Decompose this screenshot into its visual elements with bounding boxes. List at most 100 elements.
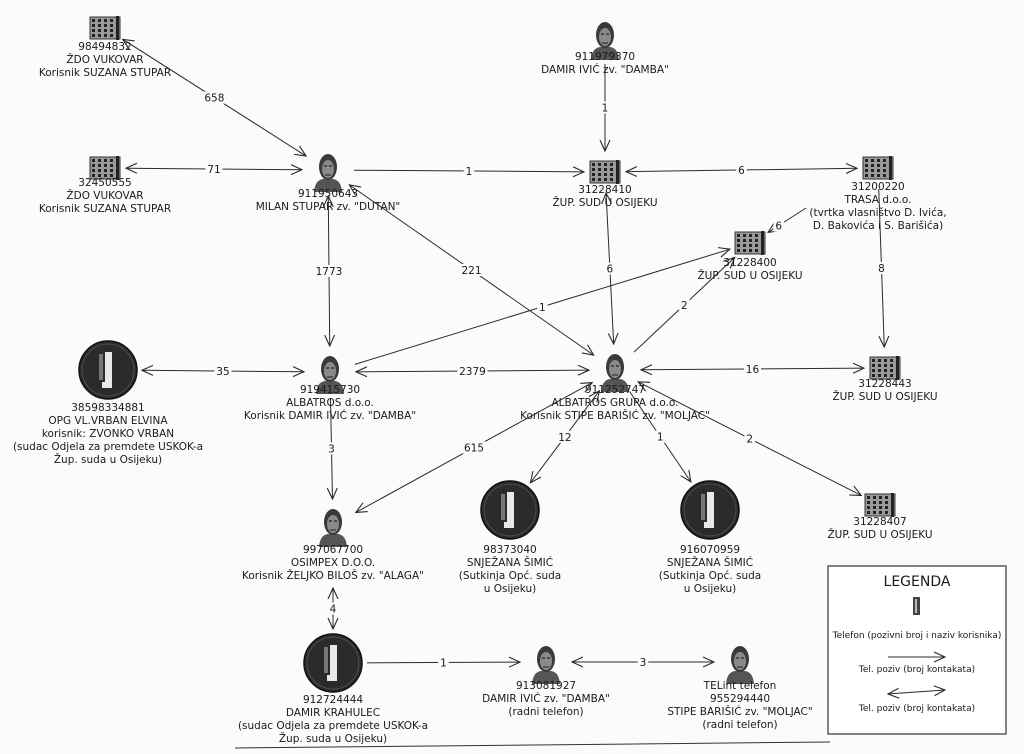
person-photo-icon [601, 354, 629, 392]
edge-label-bg [537, 300, 548, 313]
edge-n10-n11: 16 [641, 363, 864, 376]
edge-n5-n10: 6 [605, 193, 616, 344]
node-label-line: SNJEŽANA ŠIMIĆ [467, 556, 553, 569]
phone-icon [480, 480, 540, 540]
node-label-line: MILAN STUPAR zv. "DUTAN" [256, 201, 401, 213]
edge-label-bg [773, 219, 784, 232]
edge-count-label: 658 [204, 93, 224, 105]
edge-count-label: 6 [607, 264, 614, 276]
legend-bicall-label: Tel. poziv (broj kontakata) [858, 704, 975, 714]
node-label-line: u Osijeku) [684, 583, 737, 595]
edge-count-label: 1 [657, 432, 664, 444]
edge-count-label: 16 [746, 364, 760, 376]
edge-count-label: 1 [539, 302, 546, 314]
node-phone-number: 31200220 [851, 181, 904, 193]
node-phone-number: 913081927 [516, 680, 576, 692]
legend-phone-label: Telefon (pozivni broj i naziv korisnika) [832, 631, 1002, 641]
building-icon [734, 231, 766, 255]
edge-n8-n10: 2379 [356, 365, 589, 378]
node-label-line: ŽUP. SUD U OSIJEKU [832, 390, 937, 403]
node-label-line: ŽDO VUKOVAR [66, 53, 143, 66]
edge-count-label: 3 [328, 444, 335, 456]
edge-count-label: 1 [602, 103, 609, 115]
edge-label-bg [604, 262, 616, 275]
node-phone-number: 31228410 [578, 184, 631, 196]
node-label-line: (tvrtka vlasništvo D. Ivića, [809, 207, 946, 219]
node-phone-number: 31228407 [853, 516, 906, 528]
edge-label-bg [463, 165, 475, 178]
node-phone-number: 911979370 [575, 51, 635, 63]
node-label-line: DAMIR IVIĆ zv. "DAMBA" [541, 63, 669, 76]
edge-n16-n17: 1 [366, 656, 520, 669]
edge-label-bg [205, 162, 223, 175]
edge-label-bg [744, 432, 755, 445]
node-phone-number: 98494832 [78, 41, 131, 53]
node-phone-number: 919415730 [300, 384, 360, 396]
edge-count-label: 615 [464, 443, 484, 455]
edge-n9-n8: 35 [142, 365, 304, 378]
node-label-line: OSIMPEX D.O.O. [291, 557, 375, 569]
edge-n8-n12: 3 [326, 397, 337, 499]
building-icon [869, 356, 901, 380]
node-label-line: ŽUP. SUD U OSIJEKU [552, 196, 657, 209]
person-photo-icon [316, 356, 344, 394]
node-phone-number: 31228400 [723, 257, 776, 269]
node-label-line: ALBATROS GRUPA d.o.o. [551, 397, 678, 409]
edge-count-label: 4 [330, 604, 337, 616]
edge-label-bg [679, 298, 690, 311]
node-label-line: Žup. suda u Osijeku) [54, 453, 162, 466]
node-label-line: DAMIR KRAHULEC [286, 707, 380, 719]
node-label-line: D. Bakovića i S. Barišića) [813, 220, 943, 232]
edge-count-label: 35 [216, 366, 229, 378]
node-phone-number: TELint telefon [703, 680, 777, 692]
node-label-line: Korisnik SUZANA STUPAR [39, 203, 171, 215]
phone-icon [78, 340, 138, 400]
phone-icon [680, 480, 740, 540]
edge-label-bg [202, 91, 227, 104]
edge-label-bg [314, 265, 344, 277]
person-photo-icon [591, 22, 619, 60]
edge-label-bg [736, 164, 747, 176]
node-label-line: Žup. suda u Osijeku) [279, 732, 387, 745]
edge-n2-n3: 71 [126, 163, 302, 176]
edge-n1-n3: 658 [123, 39, 306, 156]
edge-n17-n18: 3 [572, 656, 714, 669]
edge-count-label: 8 [878, 263, 885, 275]
edge-n5-n6: 6 [626, 164, 857, 177]
edge-count-label: 6 [738, 165, 745, 177]
node-label-line: Korisnik ŽELJKO BILOŠ zv. "ALAGA" [242, 569, 424, 582]
legend-arrow-two-way [888, 690, 945, 694]
node-label-line: 955294440 [710, 693, 770, 705]
edge-count-label: 221 [461, 265, 481, 277]
edge-n4-n5: 1 [600, 64, 611, 151]
edge-label-bg [637, 656, 649, 668]
edge-count-label: 1773 [316, 266, 343, 278]
node-label-line: TRASA d.o.o. [843, 194, 911, 206]
person-photo-icon [532, 646, 560, 684]
edge-label-bg [743, 362, 761, 375]
node-phone-number: 38598334881 [71, 402, 145, 414]
edge-count-label: 71 [207, 164, 220, 176]
legend-box: LEGENDA Telefon (pozivni broj i naziv ko… [827, 565, 1007, 735]
edge-label-bg [876, 262, 887, 274]
